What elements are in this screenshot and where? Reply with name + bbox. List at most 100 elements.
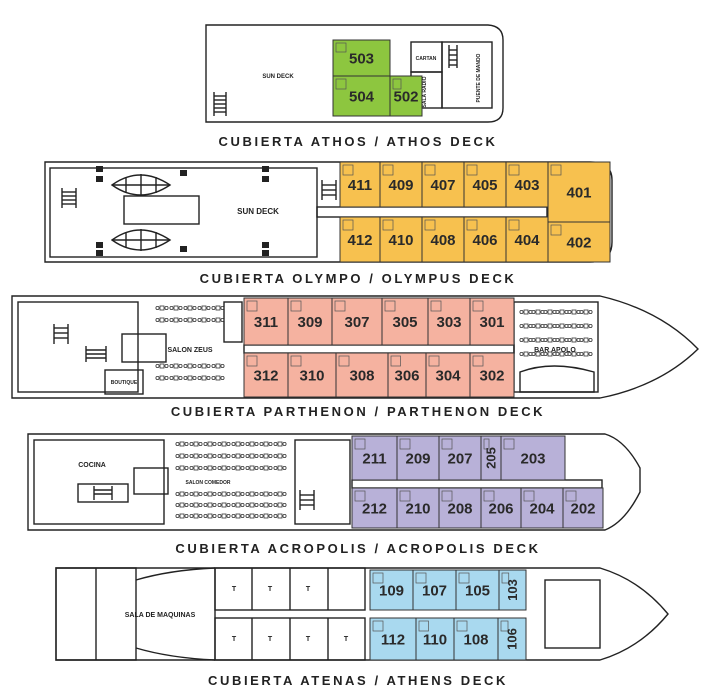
table-icon <box>273 465 287 471</box>
stairs-icon <box>448 45 458 68</box>
cabin-number: 404 <box>514 232 540 249</box>
cabin-number: 406 <box>472 232 497 249</box>
table-icon <box>231 465 245 471</box>
salon-zeus-label: SALON ZEUS <box>167 347 212 354</box>
cabin-number: 112 <box>381 631 405 648</box>
parthenon-deck-title: CUBIERTA PARTHENON / PARTHENON DECK <box>170 404 546 419</box>
cabin-number: 212 <box>362 500 387 517</box>
cabin-212: 212 <box>351 487 398 529</box>
table-icon <box>217 491 231 497</box>
table-icon <box>169 363 183 369</box>
table-icon <box>189 502 203 508</box>
cabin-406: 406 <box>463 216 507 263</box>
cabin-number: 310 <box>299 367 324 384</box>
table-icon <box>531 309 545 315</box>
cabin-number: 306 <box>394 367 419 384</box>
cabin-303: 303 <box>427 297 471 346</box>
cabin-310: 310 <box>287 352 337 398</box>
cabin-209: 209 <box>396 435 440 481</box>
table-icon <box>259 453 273 459</box>
cabin-407: 407 <box>421 161 465 208</box>
cartan-label: CARTAN <box>416 56 437 62</box>
table-icon <box>519 323 533 329</box>
table-icon <box>519 337 533 343</box>
cabin-301: 301 <box>469 297 515 346</box>
cabin-number: 208 <box>447 500 472 517</box>
cabin-number: 203 <box>520 450 545 467</box>
cabin-number: 206 <box>488 500 513 517</box>
t-label: T <box>306 586 311 593</box>
cabin-112: 112 <box>369 617 417 661</box>
table-icon <box>203 453 217 459</box>
cabin-number: 204 <box>529 500 555 517</box>
boutique-label: BOUTIQUE <box>111 380 138 386</box>
cabin-211: 211 <box>351 435 398 481</box>
bar-apolo-label: BAR APOLO <box>534 347 576 354</box>
cabin-number: 503 <box>349 50 374 67</box>
table-icon <box>169 375 183 381</box>
cabin-number: 411 <box>348 177 372 194</box>
cabin-number: 210 <box>405 500 430 517</box>
table-icon <box>189 513 203 519</box>
cabin-number: 303 <box>436 314 461 331</box>
cabin-number: 302 <box>479 367 504 384</box>
table-icon <box>175 453 189 459</box>
cabin-108: 108 <box>453 617 499 661</box>
cabin-number: 409 <box>388 177 413 194</box>
table-icon <box>273 453 287 459</box>
cabin-307: 307 <box>331 297 383 346</box>
table-icon <box>567 323 581 329</box>
cabin-412: 412 <box>339 216 381 263</box>
table-icon <box>543 323 557 329</box>
table-icon <box>189 465 203 471</box>
cabin-208: 208 <box>438 487 482 529</box>
table-icon <box>567 337 581 343</box>
cabin-204: 204 <box>520 487 564 529</box>
stairs-icon <box>299 490 315 510</box>
table-icon <box>197 305 211 311</box>
athens-deck-outline <box>55 567 669 661</box>
cabin-number: 407 <box>430 177 455 194</box>
cabin-number: 304 <box>435 367 461 384</box>
sala-de-maquinas-label: SALA DE MAQUINAS <box>125 612 196 619</box>
cabin-number: 408 <box>430 232 455 249</box>
cabin-number: 502 <box>393 88 418 105</box>
cabin-206: 206 <box>480 487 522 529</box>
table-icon <box>211 363 225 369</box>
cabin-number: 108 <box>463 631 488 648</box>
table-icon <box>217 453 231 459</box>
cabin-number: 107 <box>422 582 447 599</box>
table-icon <box>197 375 211 381</box>
table-icon <box>245 491 259 497</box>
stairs-icon <box>93 486 113 500</box>
table-icon <box>203 502 217 508</box>
table-icon <box>531 337 545 343</box>
table-icon <box>217 502 231 508</box>
cabin-number: 301 <box>479 314 504 331</box>
athos-deck-title: CUBIERTA ATHOS / ATHOS DECK <box>218 134 498 149</box>
table-icon <box>155 317 169 323</box>
cabin-504: 504 <box>332 75 391 117</box>
stairs-icon <box>53 324 69 344</box>
cabin-405: 405 <box>463 161 507 208</box>
table-icon <box>245 441 259 447</box>
table-icon <box>169 317 183 323</box>
table-icon <box>579 323 593 329</box>
acropolis-deck-title: CUBIERTA ACROPOLIS / ACROPOLIS DECK <box>175 541 541 556</box>
cabin-number: 205 <box>484 447 499 469</box>
cabin-103: 103 <box>498 569 527 611</box>
cabin-number: 311 <box>254 314 278 331</box>
cabin-number: 106 <box>505 628 520 650</box>
cabin-401: 401 <box>547 161 611 223</box>
table-icon <box>183 317 197 323</box>
olympus-deck-title: CUBIERTA OLYMPO / OLYMPUS DECK <box>199 271 517 286</box>
table-icon <box>155 375 169 381</box>
cabin-502: 502 <box>389 75 423 117</box>
cabin-404: 404 <box>505 216 549 263</box>
cabin-number: 405 <box>472 177 497 194</box>
table-icon <box>531 323 545 329</box>
cabin-109: 109 <box>369 569 414 611</box>
cabin-number: 401 <box>566 184 591 201</box>
table-icon <box>183 305 197 311</box>
